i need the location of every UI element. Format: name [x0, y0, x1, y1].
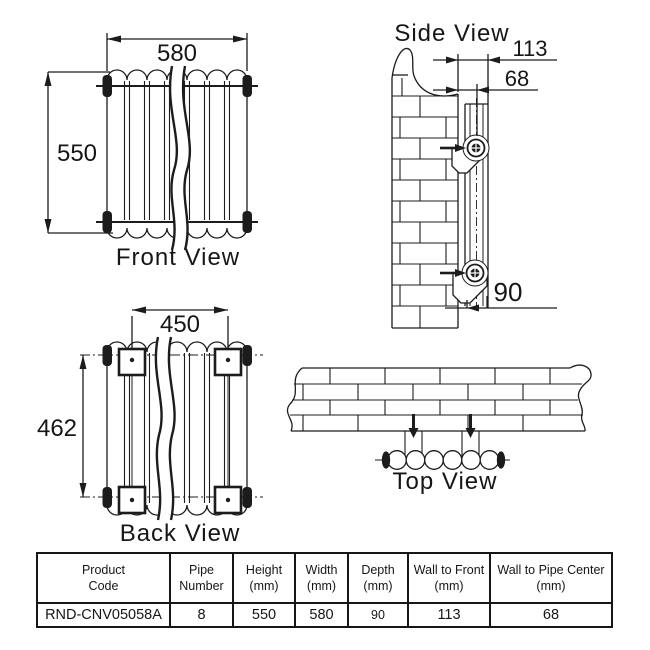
header-text: (mm) [536, 579, 566, 593]
top-wall-bricks [290, 368, 583, 431]
header-text: (mm) [434, 579, 464, 593]
top-view-title: Top View [393, 468, 498, 495]
back-end-caps [102, 345, 252, 508]
header-text: Code [88, 579, 119, 593]
fixing-height-dim-text: 462 [37, 415, 77, 442]
cell-height: 550 [232, 602, 296, 628]
col-header-pipe-number: Pipe Number [169, 552, 234, 604]
front-view-drawing [44, 33, 258, 251]
wall-screw-arrows [440, 144, 466, 277]
col-header-height: Height (mm) [232, 552, 296, 604]
col-header-depth: Depth (mm) [347, 552, 409, 604]
front-view-title: Front View [116, 244, 240, 271]
side-bracket-top [462, 134, 490, 162]
wall-to-front-dim-text: 113 [512, 36, 547, 61]
cell-wall-to-front: 113 [407, 602, 491, 628]
front-height-dimension [44, 71, 113, 234]
fixing-height-dimension [79, 355, 87, 497]
pipe-offset-dimension [445, 296, 557, 312]
header-text: Height [245, 562, 283, 577]
front-width-dimension [106, 33, 248, 71]
header-text: Depth [361, 562, 395, 577]
header-text: Pipe [188, 562, 215, 577]
back-view-title: Back View [120, 520, 241, 547]
back-fixing-brackets [117, 347, 243, 515]
pipe-offset-dim-text: 90 [494, 277, 523, 307]
side-view-title: Side View [394, 20, 509, 47]
side-wall-bricks [392, 78, 458, 328]
col-header-wall-to-pipe-center: Wall to Pipe Center (mm) [489, 552, 613, 604]
header-text: Wall to Front [413, 562, 485, 577]
side-view-drawing [391, 47, 557, 329]
cell-wall-to-pipe-center: 68 [489, 602, 613, 628]
front-height-dim-text: 550 [57, 140, 97, 167]
top-view-tubes [381, 450, 506, 470]
top-screw-arrows [408, 414, 476, 438]
spec-table-header-row: Product Code Pipe Number Height (mm) Wid… [36, 552, 613, 604]
cell-pipe-number: 8 [169, 602, 234, 628]
cell-width: 580 [294, 602, 349, 628]
col-header-wall-to-front: Wall to Front (mm) [407, 552, 491, 604]
front-width-dim-text: 580 [157, 40, 197, 67]
header-text: (mm) [249, 579, 279, 593]
spec-table: Product Code Pipe Number Height (mm) Wid… [36, 552, 613, 628]
wall-to-pipe-center-dim-text: 68 [505, 66, 529, 91]
header-text: Product [81, 562, 126, 577]
front-end-caps [102, 75, 252, 233]
header-text: Wall to Pipe Center [497, 562, 605, 577]
header-text: (mm) [306, 579, 337, 593]
wall-to-pipe-center-dimension [433, 84, 538, 136]
cell-depth: 90 [347, 602, 409, 628]
spec-table-data-row: RND-CNV05058A 8 550 580 90 113 68 [36, 602, 613, 628]
top-view-drawing [286, 364, 592, 470]
header-text: Number [179, 579, 224, 593]
col-header-product-code: Product Code [36, 552, 171, 604]
fixing-width-dimension [132, 306, 228, 314]
header-text: (mm) [363, 579, 393, 593]
cell-product-code: RND-CNV05058A [36, 602, 171, 628]
back-view-drawing [79, 306, 263, 521]
wall-to-front-dimension [433, 54, 557, 104]
header-text: Width [305, 562, 338, 577]
fixing-width-dim-text: 450 [160, 311, 200, 338]
col-header-width: Width (mm) [294, 552, 349, 604]
